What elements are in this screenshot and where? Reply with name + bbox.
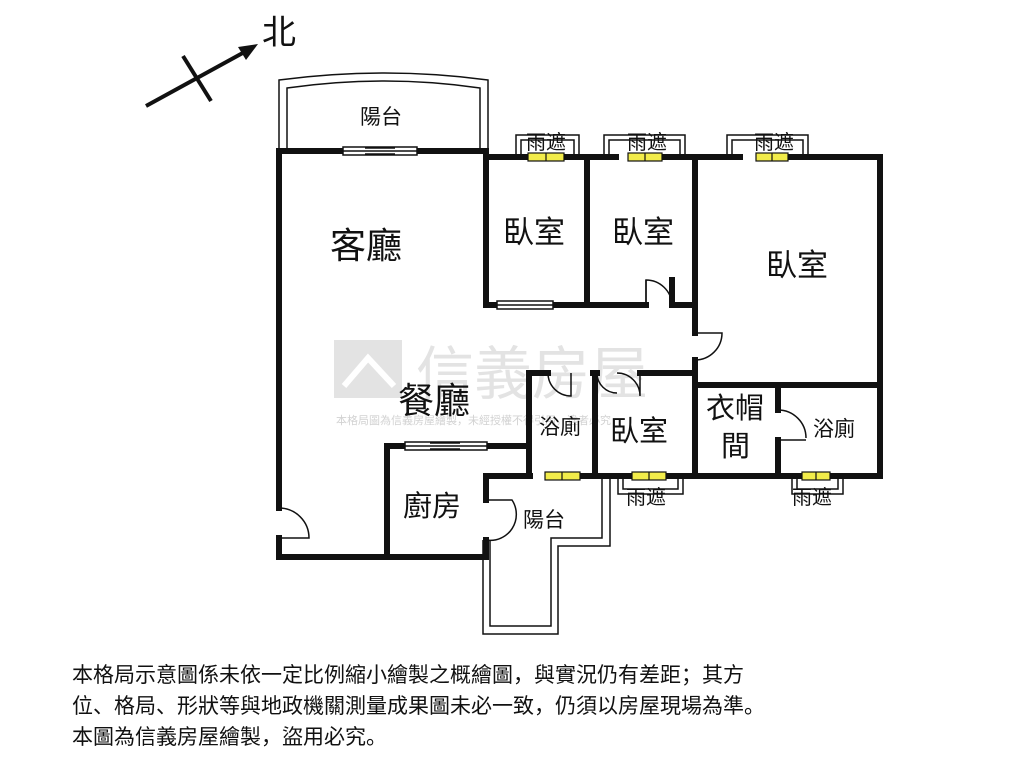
north-label: 北 (262, 13, 296, 53)
watermark-logo-icon (334, 340, 402, 398)
label-awning-bedroom-1: 雨遮 (526, 130, 566, 154)
disclaimer-line-3: 本圖為信義房屋繪製，盜用必究。 (72, 725, 387, 749)
swing-doors (278, 279, 807, 542)
label-bathroom-1: 浴廁 (539, 415, 581, 439)
label-closet-line1: 衣帽 (706, 391, 764, 425)
label-awning-master-bedroom: 雨遮 (754, 130, 794, 154)
label-awning-bedroom-small: 雨遮 (626, 485, 666, 509)
label-balcony-bottom: 陽台 (523, 508, 565, 532)
label-bedroom-small: 臥室 (610, 414, 668, 448)
thin-outlines (278, 72, 844, 635)
label-closet-line2: 間 (721, 429, 750, 463)
north-compass: 北 (145, 13, 296, 108)
awning-labels: 雨遮 雨遮 雨遮 雨遮 雨遮 (526, 130, 832, 509)
label-bedroom-1: 臥室 (503, 215, 565, 251)
label-bedroom-2: 臥室 (612, 215, 674, 251)
label-kitchen: 廚房 (403, 489, 461, 523)
walls (276, 148, 883, 560)
disclaimer: 本格局示意圖係未依一定比例縮小繪製之概繪圖，與實況仍有差距；其方 位、格局、形狀… (72, 660, 1012, 753)
disclaimer-line-2: 位、格局、形狀等與地政機關測量成果圖未必一致，仍須以房屋現場為準。 (72, 694, 765, 718)
disclaimer-line-1: 本格局示意圖係未依一定比例縮小繪製之概繪圖，與實況仍有差距；其方 (72, 663, 744, 687)
label-bathroom-2: 浴廁 (813, 417, 855, 441)
sliding-doors (342, 146, 554, 451)
label-living-room: 客廳 (330, 226, 402, 267)
room-labels: 陽台 客廳 臥室 臥室 臥室 餐廳 浴廁 臥室 衣帽 間 浴廁 廚房 陽台 (330, 105, 855, 532)
floor-plan: 北 信義房屋 本格局圖為信義房屋繪製，未經授權不得引用，違者必究 (145, 13, 883, 635)
windows (527, 152, 831, 481)
label-dining-room: 餐廳 (398, 381, 470, 422)
label-balcony-top: 陽台 (360, 105, 402, 129)
label-awning-bathroom-2: 雨遮 (792, 485, 832, 509)
watermark: 信義房屋 本格局圖為信義房屋繪製，未經授權不得引用，違者必究 (334, 340, 648, 427)
label-master-bedroom: 臥室 (766, 248, 828, 284)
watermark-small-text: 本格局圖為信義房屋繪製，未經授權不得引用，違者必究 (336, 413, 611, 427)
label-awning-bedroom-2: 雨遮 (627, 130, 667, 154)
